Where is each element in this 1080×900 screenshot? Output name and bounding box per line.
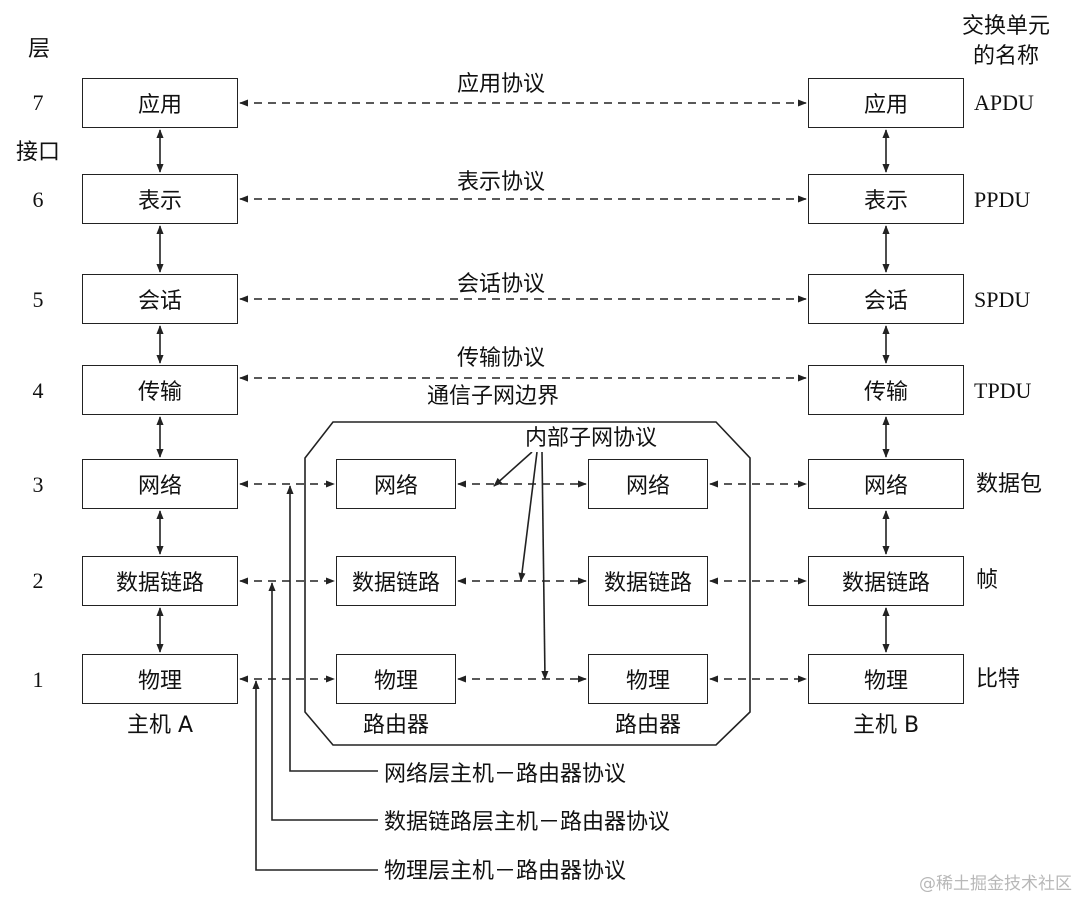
application-protocol-label: 应用协议 <box>456 72 546 97</box>
layer-number-3: 3 <box>32 472 44 497</box>
physical-host-router-leader <box>252 680 378 871</box>
router-2-network-layer: 网络 <box>588 459 708 509</box>
host-b-session-layer: 会话 <box>808 274 964 324</box>
data-link-host-router-protocol-label: 数据链路层主机－路由器协议 <box>384 810 671 835</box>
unit-ppdu: PPDU <box>974 187 1031 212</box>
host-a-session-layer: 会话 <box>82 274 238 324</box>
unit-frame: 帧 <box>976 568 999 593</box>
host-b-network-layer: 网络 <box>808 459 964 509</box>
layer-number-5: 5 <box>32 287 44 312</box>
unit-spdu: SPDU <box>974 287 1031 312</box>
host-b-presentation-layer: 表示 <box>808 174 964 224</box>
host-a-application-layer: 应用 <box>82 78 238 128</box>
layer-heading: 层 <box>28 37 51 62</box>
subnet-boundary <box>304 421 751 746</box>
router-1-network-layer: 网络 <box>336 459 456 509</box>
host-b-transport-layer: 传输 <box>808 365 964 415</box>
physical-host-router-protocol-label: 物理层主机－路由器协议 <box>384 859 627 884</box>
internal-protocol-pointer-physical <box>541 451 549 680</box>
router-1-data-link-layer: 数据链路 <box>336 556 456 606</box>
unit-bit: 比特 <box>976 667 1021 692</box>
host-a-physical-layer: 物理 <box>82 654 238 704</box>
host-b-application-layer: 应用 <box>808 78 964 128</box>
layer-number-6: 6 <box>32 187 44 212</box>
host-b-label: 主机 B <box>852 713 920 738</box>
router-2-data-link-layer: 数据链路 <box>588 556 708 606</box>
data-link-host-router-leader <box>268 582 378 821</box>
unit-heading-line1: 交换单元 <box>961 14 1051 39</box>
interface-label: 接口 <box>16 140 61 165</box>
host-b-physical-layer: 物理 <box>808 654 964 704</box>
internal-protocol-pointer-data-link <box>518 451 538 582</box>
watermark: @稀土掘金技术社区 <box>919 874 1072 894</box>
subnet-boundary-label: 通信子网边界 <box>426 384 560 409</box>
unit-apdu: APDU <box>974 90 1034 115</box>
transport-protocol-label: 传输协议 <box>456 346 546 371</box>
unit-packet: 数据包 <box>976 472 1043 497</box>
internal-subnet-protocol-label: 内部子网协议 <box>523 426 660 452</box>
layer-number-1: 1 <box>32 667 44 692</box>
host-a-network-layer: 网络 <box>82 459 238 509</box>
session-protocol-label: 会话协议 <box>456 272 546 297</box>
host-a-label: 主机 A <box>126 713 194 738</box>
network-host-router-leader <box>286 485 378 772</box>
network-host-router-protocol-label: 网络层主机－路由器协议 <box>384 762 627 787</box>
host-b-data-link-layer: 数据链路 <box>808 556 964 606</box>
layer-number-7: 7 <box>32 90 44 115</box>
unit-heading-line2: 的名称 <box>972 44 1040 69</box>
presentation-protocol-label: 表示协议 <box>456 170 546 195</box>
host-a-data-link-layer: 数据链路 <box>82 556 238 606</box>
host-a-presentation-layer: 表示 <box>82 174 238 224</box>
layer-number-4: 4 <box>32 378 44 403</box>
router-2-label: 路由器 <box>614 713 682 738</box>
router-1-label: 路由器 <box>362 713 430 738</box>
router-1-physical-layer: 物理 <box>336 654 456 704</box>
layer-number-2: 2 <box>32 568 44 593</box>
host-a-transport-layer: 传输 <box>82 365 238 415</box>
unit-tpdu: TPDU <box>974 378 1032 403</box>
internal-protocol-pointer-network <box>493 451 533 487</box>
router-2-physical-layer: 物理 <box>588 654 708 704</box>
